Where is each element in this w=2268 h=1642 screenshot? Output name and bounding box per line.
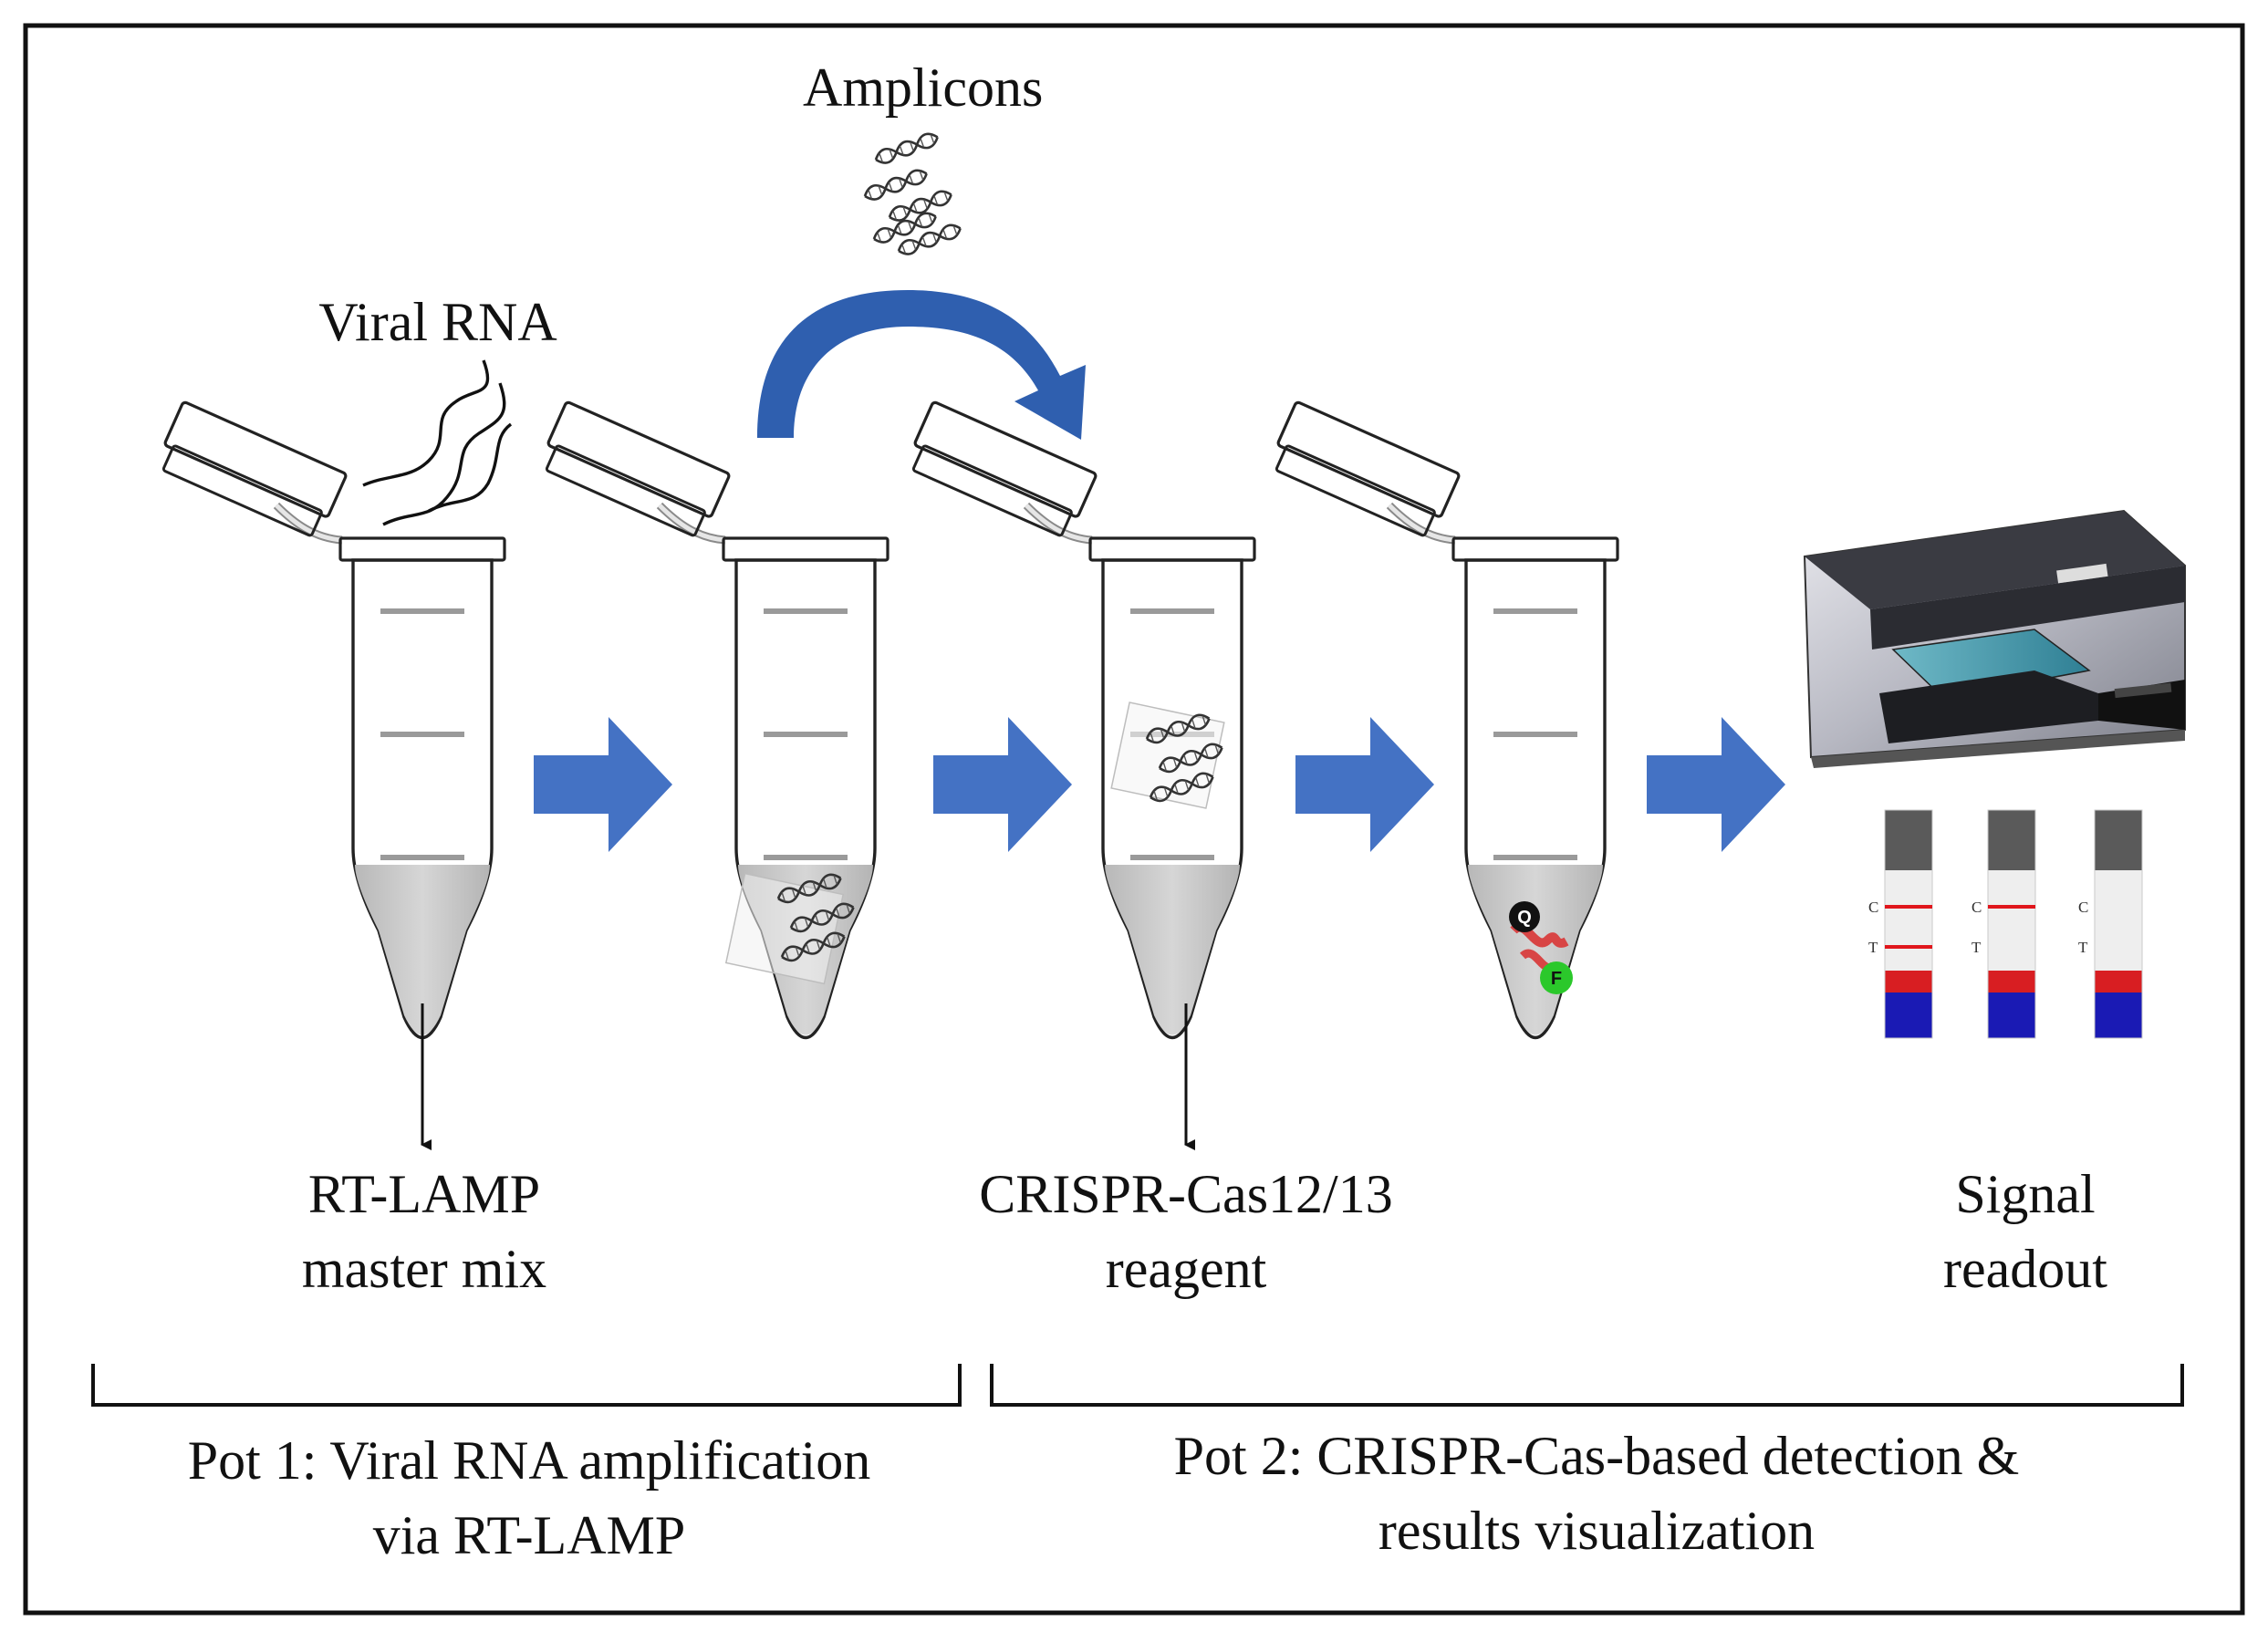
microplate-reader-icon xyxy=(1803,509,2186,768)
pot-2-caption: Pot 2: CRISPR-Cas-based detection & resu… xyxy=(1173,1426,2020,1561)
transfer-curved-arrow xyxy=(757,290,1086,440)
strip-2-t-label: T xyxy=(1971,939,1982,956)
lateral-flow-strip-2: C T xyxy=(1971,809,2036,1039)
fluorophore-letter: F xyxy=(1551,969,1562,989)
lateral-flow-strip-1: C T xyxy=(1868,809,1933,1039)
strip-2-c-label: C xyxy=(1971,899,1982,916)
process-arrow-4 xyxy=(1647,717,1785,852)
viral-rna-label: Viral RNA xyxy=(318,292,557,352)
signal-readout-label: Signal readout xyxy=(1943,1164,2107,1299)
quencher-letter: Q xyxy=(1517,908,1532,928)
amplicons-transferred-icon xyxy=(1110,701,1225,809)
pot-1-bracket xyxy=(91,1364,962,1407)
process-arrow-2 xyxy=(933,717,1072,852)
process-arrow-3 xyxy=(1295,717,1434,852)
amplicons-in-tube-icon xyxy=(724,872,856,985)
process-arrow-1 xyxy=(534,717,672,852)
strip-3-t-label: T xyxy=(2078,939,2088,956)
pot-1-caption: Pot 1: Viral RNA amplification via RT-LA… xyxy=(187,1430,871,1565)
figure-frame xyxy=(23,23,2245,1616)
reporter-probe-icon: Q F xyxy=(1509,901,1573,994)
amplicons-label: Amplicons xyxy=(803,57,1044,118)
pot-2-bracket xyxy=(990,1364,2184,1407)
rt-lamp-label: RT-LAMP master mix xyxy=(301,1164,547,1299)
viral-rna-strands-icon xyxy=(362,359,513,526)
strip-1-t-label: T xyxy=(1868,939,1878,956)
strip-3-c-label: C xyxy=(2078,899,2088,916)
crispr-reagent-label: CRISPR-Cas12/13 reagent xyxy=(979,1164,1393,1299)
lateral-flow-strip-3: C T xyxy=(2078,809,2143,1039)
strip-1-c-label: C xyxy=(1868,899,1878,916)
fluorophore-ball-icon xyxy=(1540,961,1573,994)
amplicons-dna-helix-icon xyxy=(861,130,964,259)
quencher-ball-icon xyxy=(1509,901,1540,932)
